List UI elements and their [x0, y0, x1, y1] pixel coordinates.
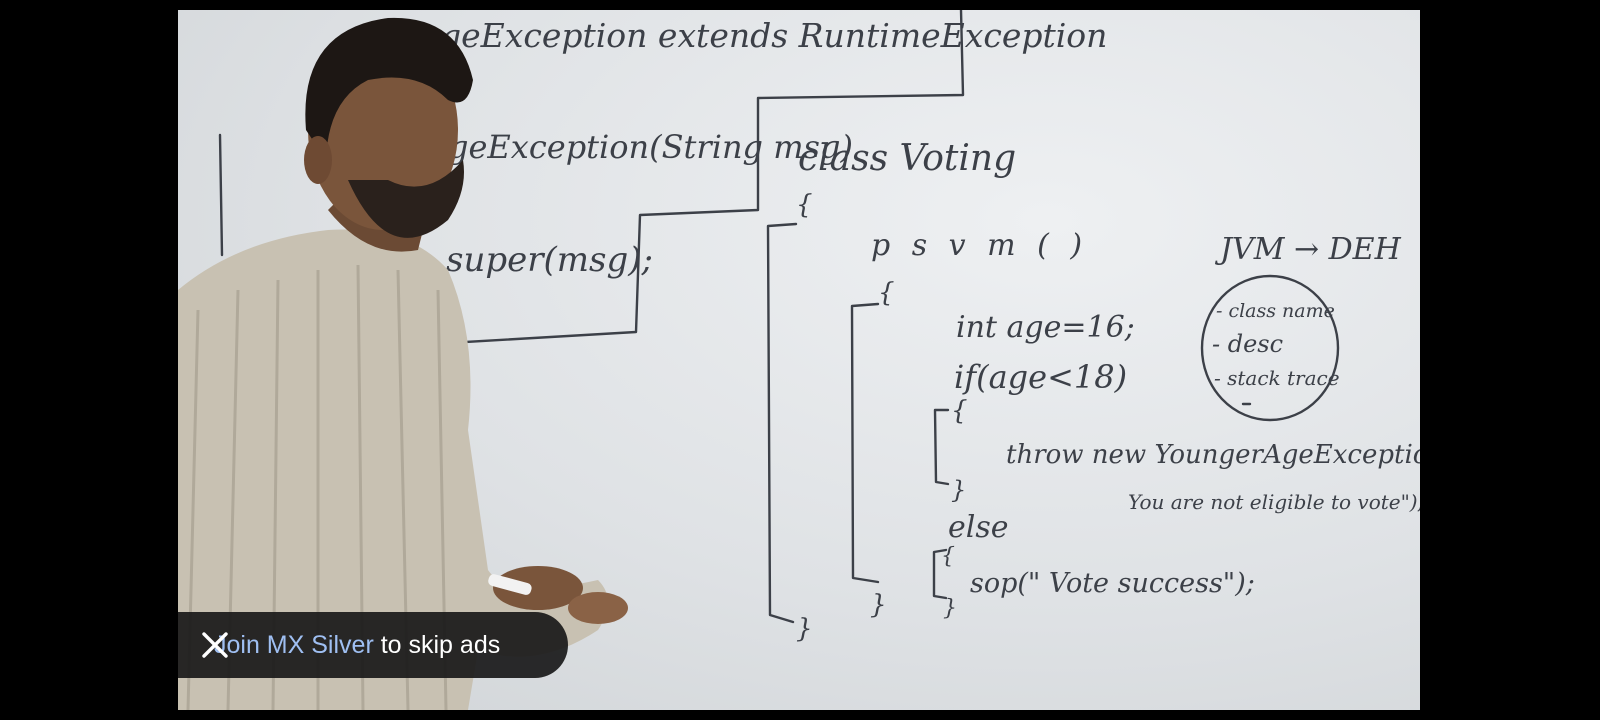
board-brace: }	[943, 596, 957, 621]
board-circle-item: - desc	[1212, 330, 1284, 358]
board-throw-msg: You are not eligible to vote");	[1128, 490, 1420, 514]
board-throw-stmt: throw new YoungerAgeException("	[1006, 440, 1420, 470]
board-int-age: int age=16;	[956, 310, 1135, 345]
join-mx-silver-link[interactable]: Join MX Silver	[214, 630, 374, 659]
board-psvm: p s v m ( )	[871, 228, 1089, 263]
board-circle-item: - class name	[1216, 300, 1335, 322]
board-jvm-note: JVM → DEH	[1220, 232, 1401, 267]
board-sop-stmt: sop(" Vote success");	[970, 568, 1255, 599]
board-line-constructor: geException(String msg)	[448, 128, 853, 166]
ad-text: Join MX Silver to skip ads	[214, 631, 500, 660]
board-brace: {	[796, 190, 813, 220]
board-line-super: super(msg);	[446, 240, 653, 280]
board-if-cond: if(age<18)	[954, 358, 1128, 396]
board-brace: {	[951, 396, 968, 426]
close-icon[interactable]	[200, 630, 230, 660]
board-brace: }	[796, 614, 813, 644]
presenter-figure	[178, 17, 628, 710]
board-class-decl: class Voting	[798, 138, 1017, 179]
board-brace: }	[870, 590, 887, 620]
video-frame[interactable]: geException extends RuntimeException geE…	[178, 10, 1420, 710]
board-brace: }	[951, 476, 967, 504]
board-circle-item: - stack trace	[1214, 366, 1340, 390]
ad-banner[interactable]: Join MX Silver to skip ads	[178, 612, 568, 678]
board-drawing	[218, 10, 1340, 624]
ad-suffix: to skip ads	[373, 630, 501, 659]
board-else: else	[948, 510, 1009, 545]
board-line-class-header: geException extends RuntimeException	[440, 16, 1108, 55]
board-brace: {	[941, 544, 955, 569]
board-brace: {	[878, 278, 895, 308]
